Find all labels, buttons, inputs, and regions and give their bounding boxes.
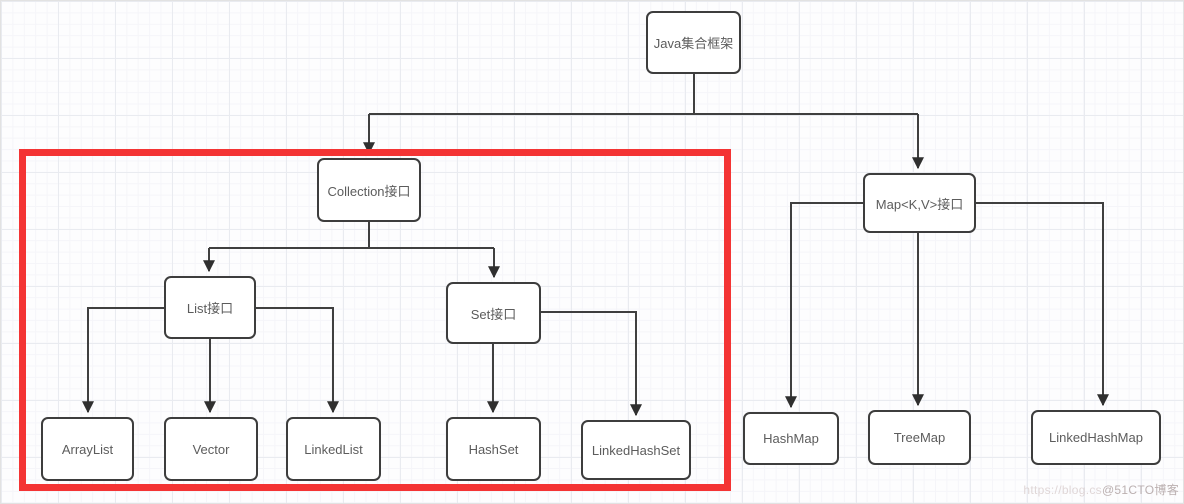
- watermark-url-text: https://blog.cs: [1023, 483, 1102, 497]
- edge-list-arraylist: [82, 307, 164, 414]
- node-vector: Vector: [164, 417, 258, 481]
- node-treemap: TreeMap: [868, 410, 971, 465]
- node-linkedhashmap: LinkedHashMap: [1031, 410, 1161, 465]
- edge-map-hashmap: [785, 202, 863, 409]
- node-collection-interface: Collection接口: [317, 158, 421, 222]
- node-arraylist: ArrayList: [41, 417, 134, 481]
- node-map-interface: Map<K,V>接口: [863, 173, 976, 233]
- node-hashset: HashSet: [446, 417, 541, 481]
- watermark-site-text: @51CTO博客: [1101, 483, 1179, 497]
- edge-list-linkedlist: [256, 307, 339, 414]
- edge-map-linkedhashmap: [976, 202, 1109, 407]
- edge-set-linkedhashset: [541, 311, 642, 417]
- node-hashmap: HashMap: [743, 412, 839, 465]
- node-java-collection-framework: Java集合框架: [646, 11, 741, 74]
- node-list-interface: List接口: [164, 276, 256, 339]
- watermark: https://blog.cs@51CTO博客: [1023, 481, 1179, 498]
- node-set-interface: Set接口: [446, 282, 541, 344]
- node-linkedlist: LinkedList: [286, 417, 381, 481]
- node-linkedhashset: LinkedHashSet: [581, 420, 691, 480]
